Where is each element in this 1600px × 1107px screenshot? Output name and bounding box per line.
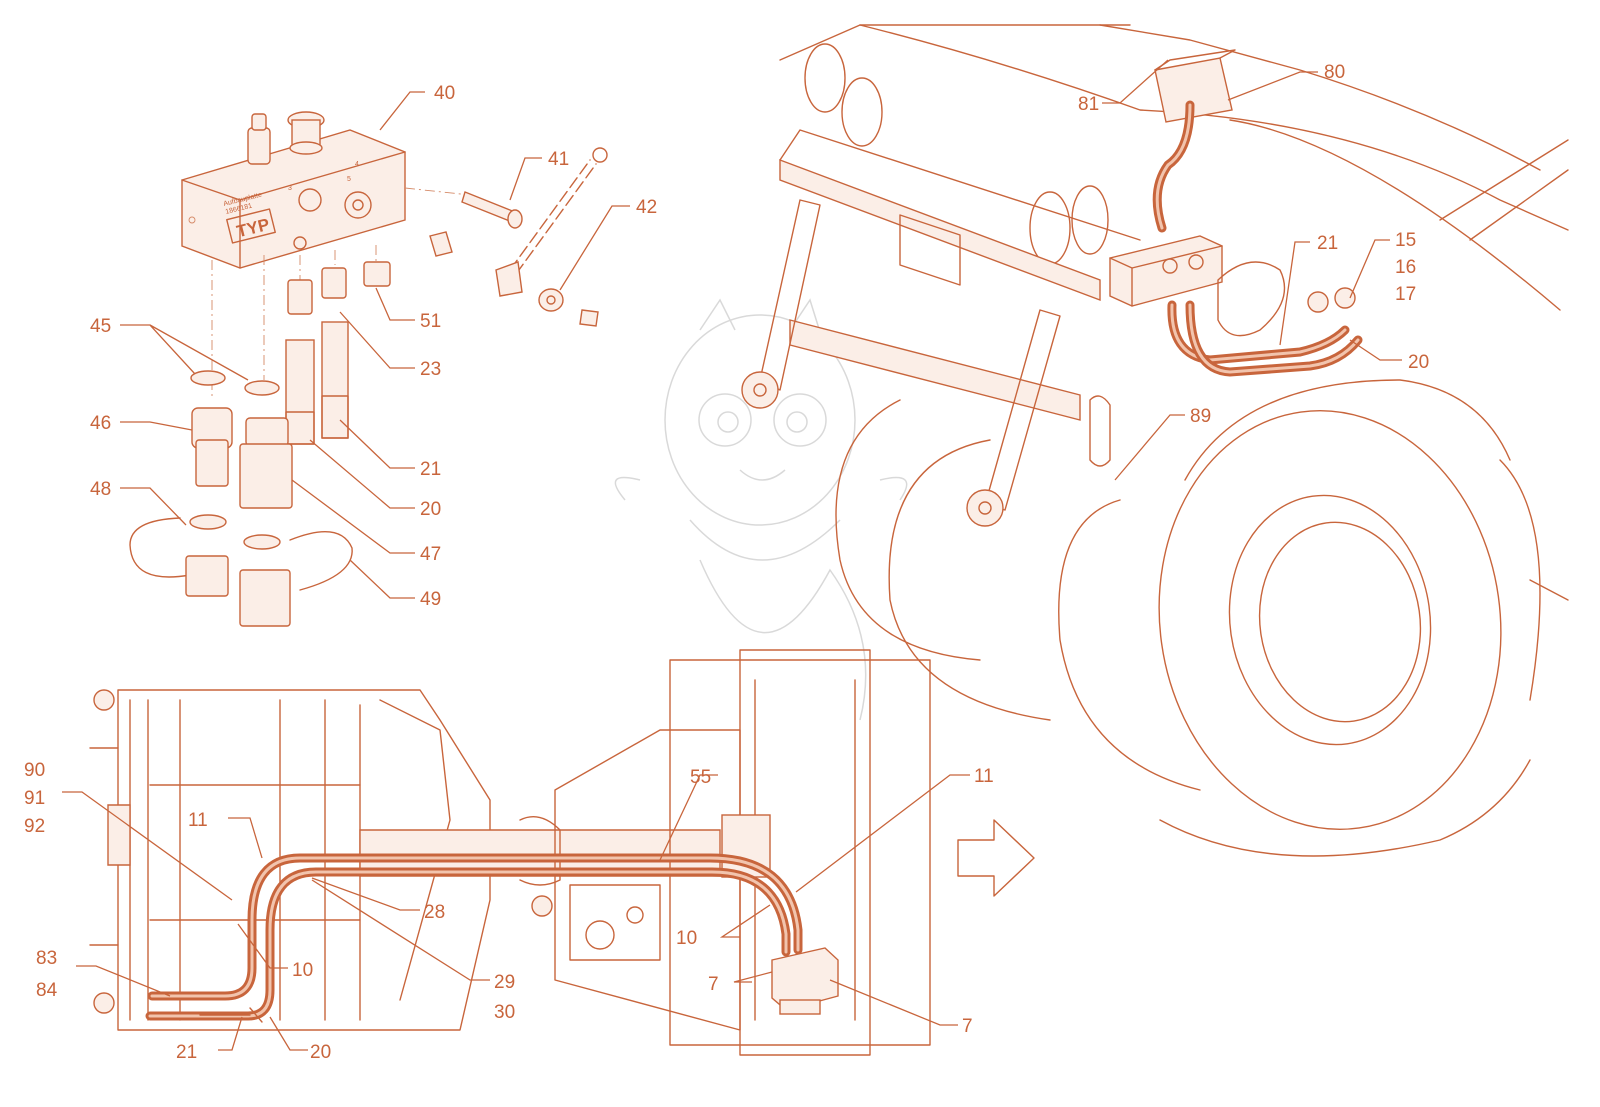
callout-42: 42 xyxy=(636,197,657,218)
roller-view xyxy=(741,24,1569,857)
callout-10-left: 10 xyxy=(292,960,313,981)
port-number-4: 4 xyxy=(355,161,359,168)
callout-29: 29 xyxy=(494,972,515,993)
callout-89: 89 xyxy=(1190,406,1211,427)
callout-48: 48 xyxy=(90,479,111,500)
callout-51: 51 xyxy=(420,311,441,332)
callout-40: 40 xyxy=(434,83,455,104)
callout-10-right: 10 xyxy=(676,928,697,949)
callout-30: 30 xyxy=(494,1002,515,1023)
callout-23: 23 xyxy=(420,359,441,380)
callout-49: 49 xyxy=(420,589,441,610)
callout-80: 80 xyxy=(1324,62,1345,83)
callout-41: 41 xyxy=(548,149,569,170)
callout-83: 83 xyxy=(36,948,57,969)
outline-arrow-right-icon xyxy=(957,819,1035,897)
leader-lines-roller xyxy=(1102,59,1402,481)
callout-16: 16 xyxy=(1395,257,1416,278)
port-number-5: 5 xyxy=(347,176,351,183)
callout-11-right: 11 xyxy=(974,766,994,787)
callout-7-lower: 7 xyxy=(962,1016,973,1037)
callout-7-upper: 7 xyxy=(708,974,719,995)
leader-lines-chassis xyxy=(62,774,970,1051)
callout-21: 21 xyxy=(420,459,441,480)
port-number-3: 3 xyxy=(288,185,292,192)
callout-20-chassis: 20 xyxy=(310,1042,331,1063)
callout-84: 84 xyxy=(36,980,58,1001)
callout-28: 28 xyxy=(424,902,445,923)
callout-90: 90 xyxy=(24,760,45,781)
callout-55: 55 xyxy=(690,767,711,788)
callout-91: 91 xyxy=(24,788,45,809)
chassis-view xyxy=(89,649,931,1056)
valve-block-assembly: TYP Aufbauplatte 1866181 3 5 4 xyxy=(129,111,608,627)
callout-15: 15 xyxy=(1395,230,1416,251)
callout-20: 20 xyxy=(420,499,441,520)
callout-21-chassis: 21 xyxy=(176,1042,197,1063)
leader-lines-detail xyxy=(120,91,630,599)
callout-17: 17 xyxy=(1395,284,1416,305)
callout-47: 47 xyxy=(420,544,441,565)
callout-11-left: 11 xyxy=(188,810,208,831)
callout-labels: 40 41 42 45 51 23 46 21 48 20 47 49 80 8… xyxy=(24,62,1429,1063)
callout-20-roller: 20 xyxy=(1408,352,1429,373)
callout-81: 81 xyxy=(1078,94,1099,115)
callout-46: 46 xyxy=(90,413,111,434)
callout-45: 45 xyxy=(90,316,111,337)
dragon-watermark-icon xyxy=(614,298,908,721)
callout-21-roller: 21 xyxy=(1317,233,1338,254)
callout-92: 92 xyxy=(24,816,45,837)
